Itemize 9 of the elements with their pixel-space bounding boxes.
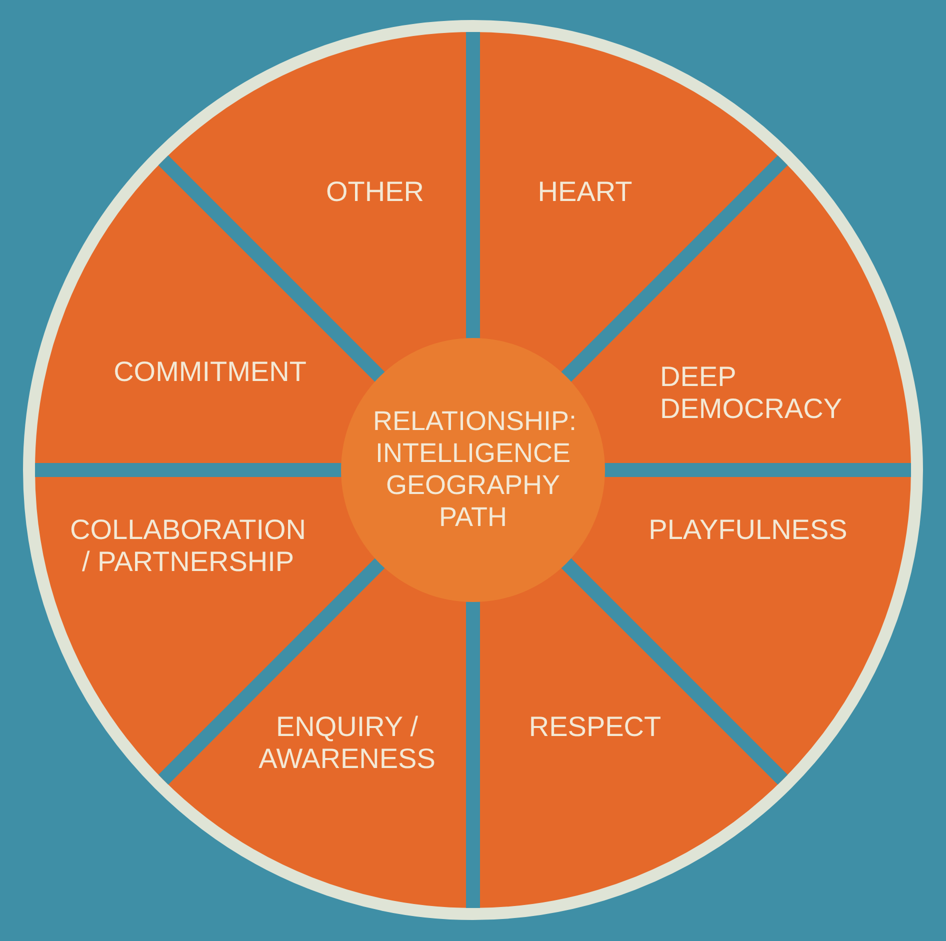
- segment-label: ENQUIRY / AWARENESS: [247, 711, 447, 776]
- segment-label: COLLABORATION / PARTNERSHIP: [63, 514, 313, 578]
- segment-label: RESPECT: [515, 711, 675, 744]
- segment-label: COMMITMENT: [100, 356, 320, 388]
- segment-label: HEART: [510, 176, 660, 208]
- center-label: RELATIONSHIP: INTELLIGENCE GEOGRAPHY PATH: [373, 406, 573, 534]
- segment-label: PLAYFULNESS: [633, 514, 863, 546]
- segment-label: DEEP DEMOCRACY: [660, 361, 860, 426]
- segment-label: OTHER: [300, 176, 450, 208]
